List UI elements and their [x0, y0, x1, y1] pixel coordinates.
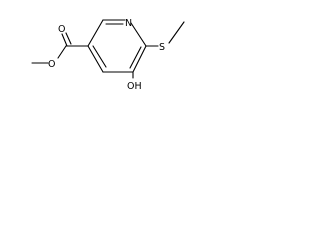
bond-carbonyl-o-double-b — [65, 32, 72, 45]
bond-c6-c5-double — [129, 46, 142, 69]
bond-c6-c5 — [132, 45, 147, 73]
bond-s-methyl — [168, 21, 185, 44]
methyl-ester-group — [31, 32, 89, 64]
bond-n1-c6 — [130, 22, 147, 47]
bond-carbonyl-o-double-a — [61, 33, 68, 47]
atom-label-s: S — [159, 42, 165, 53]
molecule-diagram: N O O S OH — [0, 0, 203, 103]
atom-label-oh: OH — [127, 81, 142, 92]
atom-label-o-carbonyl: O — [58, 24, 65, 35]
atom-label-o-ether: O — [48, 59, 55, 70]
bond-carbonyl-o-ether — [57, 45, 67, 59]
bond-c3-c2 — [87, 19, 104, 47]
methylthio-group — [145, 21, 185, 47]
pyridine-ring — [87, 19, 147, 73]
chemical-structure: N O O S OH — [31, 18, 185, 92]
bond-c4-c3-double — [92, 45, 107, 68]
bond-c4-c3 — [87, 45, 104, 73]
atom-label-n: N — [125, 18, 132, 29]
